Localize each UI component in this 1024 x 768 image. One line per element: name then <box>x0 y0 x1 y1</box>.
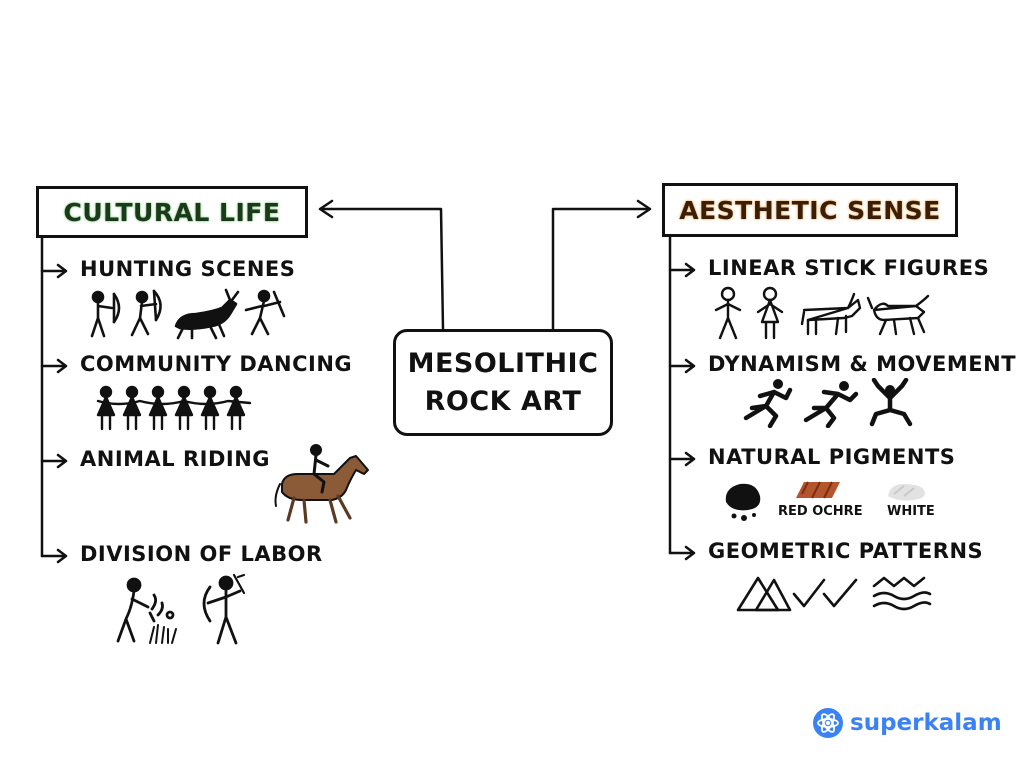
gatherer-icon <box>116 577 177 644</box>
arrow-to-cultural-life <box>320 207 445 331</box>
brand-logo: superkalam <box>813 708 1002 738</box>
arrow-to-aesthetic-sense <box>551 207 650 331</box>
archer-icon <box>202 573 246 645</box>
cultural-life-box: CULTURAL LIFE <box>36 186 308 238</box>
bull-icon <box>800 292 862 336</box>
runner-icon <box>743 379 793 428</box>
pigment-icon <box>725 481 925 521</box>
zigzag-icon <box>872 576 932 611</box>
item-linear-stick-figures: LINEAR STICK FIGURES <box>708 256 990 280</box>
dynamism-movement-icon <box>743 378 913 428</box>
geometric-patterns-icon <box>736 576 932 612</box>
cultural-life-title: CULTURAL LIFE <box>63 197 281 227</box>
item-natural-pigments: NATURAL PIGMENTS <box>708 445 956 469</box>
dancers-icon <box>96 385 252 431</box>
item-hunting-scenes: HUNTING SCENES <box>80 257 296 281</box>
jumper-icon <box>869 378 913 427</box>
archer-icon <box>244 289 286 336</box>
pigment-label-white: WHITE <box>887 504 935 519</box>
runner-icon <box>803 381 859 428</box>
hunting-scene-icon <box>90 288 286 340</box>
item-dynamism-movement: DYNAMISM & MOVEMENT <box>708 352 1017 376</box>
pigment-label-red-ochre: RED OCHRE <box>778 504 863 519</box>
item-geometric-patterns: GEOMETRIC PATTERNS <box>708 539 984 563</box>
brand-name: superkalam <box>850 710 1002 736</box>
division-of-labor-icon <box>116 573 246 645</box>
archer-icon <box>90 290 121 338</box>
central-topic-box: MESOLITHIC ROCK ART <box>393 329 613 436</box>
bull-icon <box>866 294 930 336</box>
item-community-dancing: COMMUNITY DANCING <box>80 352 353 376</box>
item-animal-riding: ANIMAL RIDING <box>80 447 271 471</box>
item-division-of-labor: DIVISION OF LABOR <box>80 542 323 566</box>
central-topic-line2: ROCK ART <box>424 385 582 417</box>
stick-figure-icon <box>714 286 742 340</box>
aesthetic-sense-box: AESTHETIC SENSE <box>662 183 958 237</box>
superkalam-logo-icon <box>813 708 843 738</box>
horse-rider-icon <box>274 444 369 524</box>
archer-icon <box>130 289 162 337</box>
deer-icon <box>174 288 240 340</box>
checkmarks-icon <box>792 578 858 608</box>
linear-stick-figures-icon <box>714 286 930 340</box>
triangles-icon <box>736 576 792 612</box>
central-topic-line1: MESOLITHIC <box>407 347 599 379</box>
aesthetic-sense-title: AESTHETIC SENSE <box>679 195 941 225</box>
stick-figure-icon <box>756 286 784 340</box>
